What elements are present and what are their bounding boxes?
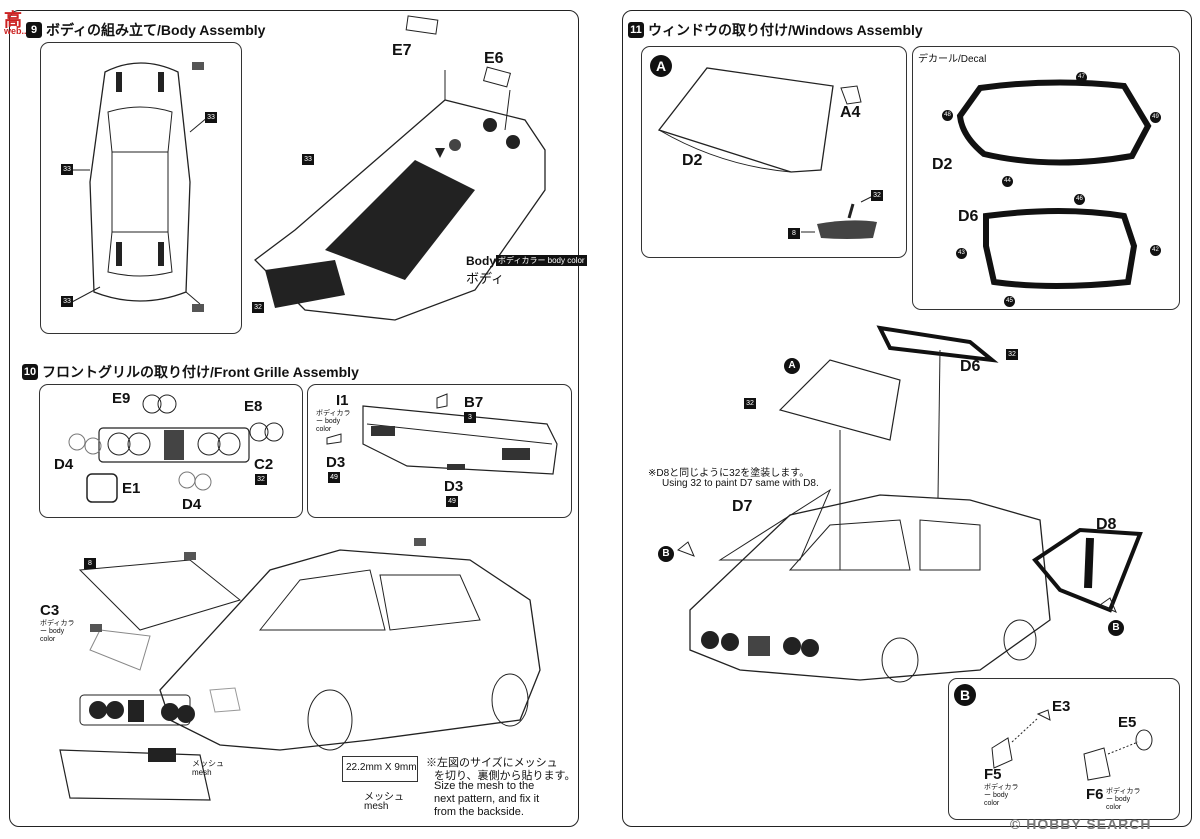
part-label-b7: B7 — [464, 394, 484, 411]
mesh-label-jp: メッシュ — [192, 759, 224, 768]
part-code-49-d3-right: 49 — [446, 496, 458, 507]
part-code-3-b7: 3 — [464, 412, 476, 423]
part-code-8-mirror: 8 — [788, 228, 800, 239]
step-11-label: ウィンドウの取り付け/Windows Assembly — [648, 22, 923, 38]
mesh-pattern-box — [342, 756, 418, 782]
body-top-view-panel — [40, 42, 242, 334]
decal-panel — [912, 46, 1180, 310]
part-label-d2-panel-a: D2 — [682, 152, 703, 169]
part-label-i1: I1 — [336, 392, 349, 409]
main-label-d7: D7 — [732, 498, 753, 515]
main-badge-a: A — [784, 358, 800, 374]
decal-44: 44 — [1002, 176, 1013, 187]
step-9-label: ボディの組み立て/Body Assembly — [46, 22, 266, 38]
main-badge-b-right: B — [1108, 620, 1124, 636]
watermark-site: web... — [4, 26, 30, 36]
mesh-box-en: mesh — [364, 801, 389, 812]
car-assembly-drawing — [59, 538, 541, 801]
part-label-e6: E6 — [484, 50, 504, 67]
step-9-title: 9 ボディの組み立て/Body Assembly — [26, 20, 265, 40]
main-label-d8: D8 — [1096, 516, 1117, 533]
part-label-a4: A4 — [840, 104, 861, 121]
part-label-e9: E9 — [112, 390, 131, 407]
part-label-e7: E7 — [392, 42, 412, 59]
decal-label-d6: D6 — [958, 208, 979, 225]
part-label-f5: F5 — [984, 766, 1002, 783]
mesh-note-jp-2: を切り、裏側から貼ります。 — [434, 770, 576, 782]
panel-a-badge: A — [650, 55, 672, 77]
part-label-e1: E1 — [122, 480, 141, 497]
part-label-e3: E3 — [1052, 698, 1071, 715]
decal-43: 43 — [956, 248, 967, 259]
decal-46: 46 — [1074, 194, 1085, 205]
decal-47: 47 — [1076, 72, 1087, 83]
part-label-d3-left: D3 — [326, 454, 346, 471]
main-badge-b-left: B — [658, 546, 674, 562]
f5-body-color-tag: ボディカラー body color — [984, 784, 1019, 807]
watermark-logo: 高 — [4, 10, 22, 30]
part-label-c2: C2 — [254, 456, 274, 473]
decal-49-d2: 49 — [1150, 112, 1161, 123]
decal-42: 42 — [1150, 245, 1161, 256]
main-code-32-d6: 32 — [1006, 349, 1018, 360]
decal-windows-drawing — [956, 79, 1152, 289]
part-code-32-c2: 32 — [255, 474, 267, 485]
decal-48: 48 — [942, 110, 953, 121]
paint-note-jp: ※D8と同じように32を塗装します。 — [648, 468, 810, 479]
decal-title: デカール/Decal — [918, 54, 987, 65]
mesh-label-en: mesh — [192, 768, 212, 777]
step-11-title: 11 ウィンドウの取り付け/Windows Assembly — [628, 20, 923, 40]
mesh-size: 22.2mm X 9mm — [346, 762, 417, 773]
part-code-8-hood: 8 — [84, 558, 96, 569]
mesh-box-jp: メッシュ — [364, 792, 404, 803]
step-10-number: 10 — [22, 364, 38, 380]
main-code-32-a: 32 — [744, 398, 756, 409]
part-label-e5: E5 — [1118, 714, 1137, 731]
part-label-e8: E8 — [244, 398, 263, 415]
part-code-33-right: 33 — [205, 112, 217, 123]
grille-drawing — [68, 394, 284, 503]
body-label-en: Body — [466, 254, 496, 268]
step-11-number: 11 — [628, 22, 644, 38]
part-label-d4-right: D4 — [182, 496, 202, 513]
panel-b-badge: B — [954, 684, 976, 706]
paint-note-en: Using 32 to paint D7 same with D8. — [662, 478, 819, 489]
mesh-note-en-1: Size the mesh to the — [434, 780, 535, 792]
f6-body-color-tag: ボディカラー body color — [1106, 788, 1141, 811]
c3-body-color-tag: ボディカラー body color — [40, 620, 75, 643]
part-code-32-body: 32 — [252, 302, 264, 313]
part-code-32-mirror: 32 — [871, 190, 883, 201]
mesh-note-jp-1: ※左図のサイズにメッシュ — [426, 757, 558, 769]
mesh-note-en-2: next pattern, and fix it — [434, 793, 540, 805]
step-9-number: 9 — [26, 22, 42, 38]
mesh-note-en-3: from the backside. — [434, 806, 524, 818]
part-label-c3: C3 — [40, 602, 60, 619]
window-assembly-drawing — [677, 325, 1143, 683]
body-shell-drawing — [254, 15, 546, 321]
body-label-jp: ボディ — [466, 271, 505, 286]
footer-watermark: © HOBBY SEARCH — [1010, 816, 1152, 832]
step-10-title: 10 フロントグリルの取り付け/Front Grille Assembly — [22, 362, 359, 382]
decal-label-d2: D2 — [932, 156, 953, 173]
windshield-d2-drawing — [657, 67, 877, 239]
part-label-f6: F6 — [1086, 786, 1104, 803]
part-code-33-interior: 33 — [302, 154, 314, 165]
part-code-49-d3-left: 49 — [328, 472, 340, 483]
decal-45: 45 — [1004, 296, 1015, 307]
car-top-view-drawing — [70, 62, 209, 312]
part-code-33-bottom: 33 — [61, 296, 73, 307]
part-label-d4-left: D4 — [54, 456, 74, 473]
i1-body-color-tag: ボディカラー body color — [316, 410, 351, 433]
side-mirror-drawing — [991, 709, 1153, 781]
step-10-label: フロントグリルの取り付け/Front Grille Assembly — [42, 364, 359, 380]
part-label-d3-right: D3 — [444, 478, 464, 495]
body-color-tag: ボディカラー body color — [496, 255, 587, 266]
main-label-d6: D6 — [960, 358, 981, 375]
part-code-33-left: 33 — [61, 164, 73, 175]
bumper-drawing — [326, 393, 558, 475]
